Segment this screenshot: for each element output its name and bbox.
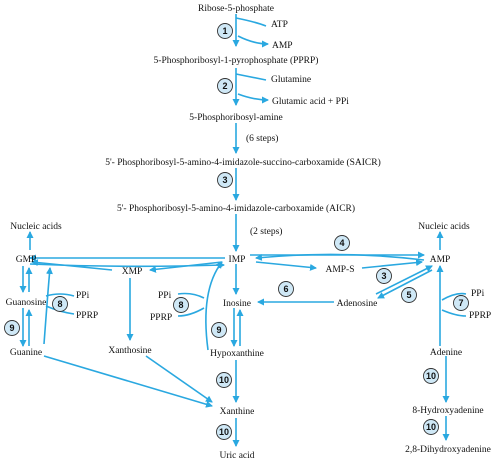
arrow-atp-in — [235, 17, 267, 27]
arrow-ppi-g — [45, 293, 75, 297]
svg-text:7: 7 — [458, 298, 463, 308]
arrow-guanine-xanthine — [43, 355, 213, 408]
label-uric-acid: Uric acid — [219, 451, 254, 461]
label-adenine: Adenine — [430, 348, 462, 358]
label-phosphoribosyl-amine: 5-Phosphoribosyl-amine — [189, 113, 282, 123]
arrow-xanthosine-xanthine — [145, 355, 213, 403]
step-3-amps: 3 — [376, 268, 392, 284]
step-10-uric: 10 — [216, 424, 232, 440]
svg-text:8: 8 — [178, 300, 183, 310]
svg-text:10: 10 — [426, 371, 436, 381]
step-9-guanine: 9 — [4, 320, 20, 336]
label-ppi-adenine: PPi — [471, 289, 485, 299]
arrow-amps-amp — [361, 259, 423, 269]
label-ribose-5-phosphate: Ribose-5-phosphate — [198, 4, 274, 14]
svg-text:2: 2 — [222, 81, 227, 91]
label-nucleic-acids-right: Nucleic acids — [418, 222, 470, 232]
svg-text:1: 1 — [222, 26, 227, 36]
svg-text:3: 3 — [222, 175, 227, 185]
svg-text:3: 3 — [381, 271, 386, 281]
step-10-xanthine: 10 — [216, 372, 232, 388]
arrow-pprp-a — [441, 309, 467, 317]
arrow-amp-adenosine — [377, 269, 433, 299]
step-3-aicr: 3 — [217, 172, 233, 188]
step-6: 6 — [278, 281, 294, 297]
label-nucleic-acids-left: Nucleic acids — [10, 222, 62, 232]
svg-text:9: 9 — [216, 325, 221, 335]
step-10-dha: 10 — [423, 419, 439, 435]
svg-text:9: 9 — [9, 323, 14, 333]
arrow-gmp-imp — [29, 261, 225, 269]
label-aicr: 5'- Phosphoribosyl-5-amino-4-imidazole-c… — [117, 203, 355, 214]
label-2-8-dihydroxyadenine: 2,8-Dihydroxyadenine — [405, 445, 491, 455]
step-4: 4 — [334, 235, 350, 251]
arrow-amp-imp — [255, 253, 425, 261]
label-adenosine: Adenosine — [337, 299, 378, 309]
label-8-hydroxyadenine: 8-Hydroxyadenine — [412, 406, 483, 416]
label-six-steps: (6 steps) — [246, 133, 278, 144]
label-glutamine: Glutamine — [271, 75, 311, 85]
svg-text:10: 10 — [219, 427, 229, 437]
label-ppi-guanine: PPi — [76, 291, 90, 301]
label-ppi-inosine: PPi — [158, 291, 172, 301]
label-guanine: Guanine — [10, 348, 42, 358]
arrow-amp-out — [237, 35, 269, 48]
label-amp-top: AMP — [272, 41, 293, 51]
step-2: 2 — [217, 78, 233, 94]
step-1: 1 — [217, 23, 233, 39]
step-7: 7 — [453, 295, 469, 311]
svg-text:8: 8 — [57, 299, 62, 309]
step-10-8ha: 10 — [423, 368, 439, 384]
label-inosine: Inosine — [223, 299, 251, 309]
label-xanthine: Xanthine — [220, 407, 255, 417]
label-hypoxanthine: Hypoxanthine — [210, 349, 264, 359]
label-guanosine: Guanosine — [6, 298, 47, 308]
label-imp: IMP — [229, 255, 246, 265]
step-8-hypoxanthine: 8 — [173, 297, 189, 313]
arrow-ppi-i — [177, 292, 205, 299]
svg-text:5: 5 — [406, 290, 411, 300]
step-5: 5 — [401, 287, 417, 303]
label-atp: ATP — [271, 20, 288, 30]
label-saicr: 5'- Phosphoribosyl-5-amino-4-imidazole-s… — [105, 157, 381, 168]
label-amp-s: AMP-S — [325, 265, 354, 275]
arrow-guanine-gmp — [43, 267, 53, 345]
arrow-ppi-a — [441, 292, 467, 301]
label-xmp: XMP — [122, 267, 143, 277]
label-prpp: 5-Phosphoribosyl-1-pyrophosphate (PPRP) — [154, 55, 319, 66]
label-pprp-adenine: PPRP — [469, 311, 491, 321]
step-9-inosine: 9 — [211, 322, 227, 338]
label-gmp: GMP — [16, 255, 37, 265]
label-glutamic-acid: Glutamic acid + PPi — [272, 97, 349, 107]
arrow-imp-amps — [255, 261, 317, 271]
label-xanthosine: Xanthosine — [108, 346, 151, 356]
label-two-steps: (2 steps) — [250, 226, 282, 237]
label-amp: AMP — [430, 255, 451, 265]
svg-text:4: 4 — [339, 238, 344, 248]
arrow-hypoxanthine-imp — [205, 261, 223, 351]
svg-text:6: 6 — [283, 284, 288, 294]
svg-text:10: 10 — [219, 375, 229, 385]
arrow-glutamine-in — [235, 73, 267, 81]
label-pprp-guanine: PPRP — [76, 311, 98, 321]
arrow-adenosine-amp — [375, 265, 433, 295]
svg-text:10: 10 — [426, 422, 436, 432]
label-pprp-inosine: PPRP — [150, 313, 172, 323]
step-8-guanine: 8 — [52, 296, 68, 312]
arrow-pprp-i — [177, 307, 205, 317]
arrow-glutamic-out — [237, 93, 269, 104]
